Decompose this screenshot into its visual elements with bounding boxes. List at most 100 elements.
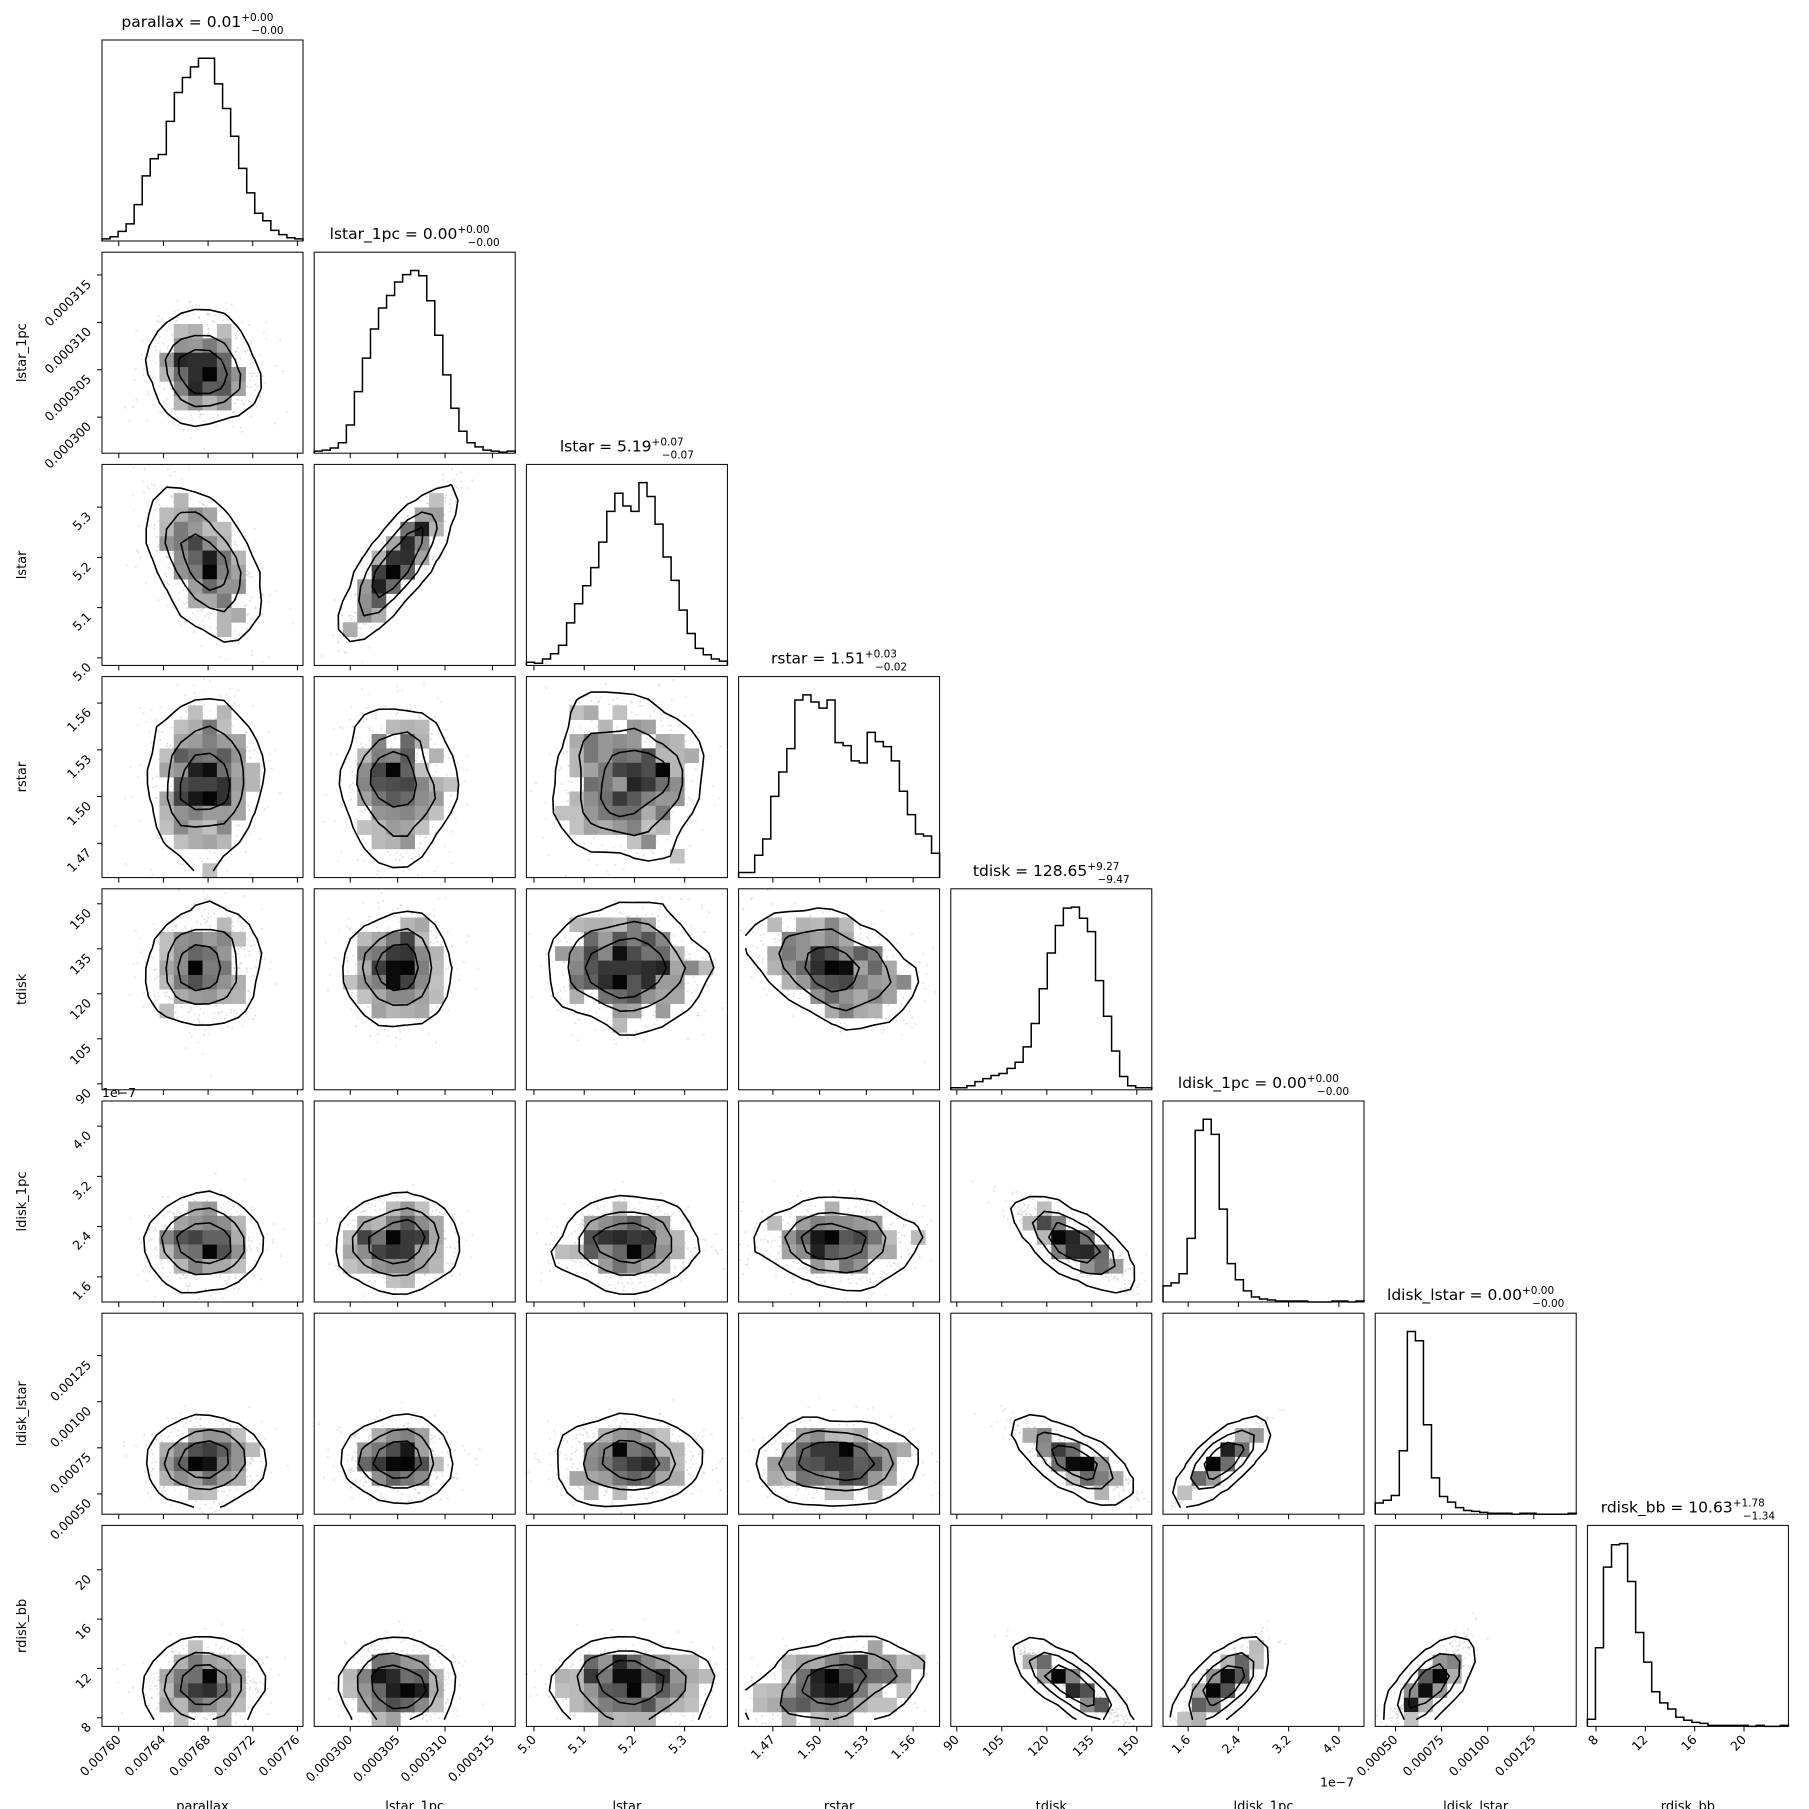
sample-point xyxy=(571,731,574,734)
density-cell xyxy=(173,507,189,523)
sample-point xyxy=(237,953,240,956)
sample-point xyxy=(148,524,151,527)
sample-point xyxy=(454,500,457,503)
sample-point xyxy=(666,838,669,841)
sample-point xyxy=(246,746,249,749)
sample-point xyxy=(263,382,266,385)
sample-point xyxy=(199,923,202,926)
sample-point xyxy=(254,1014,257,1017)
sample-point xyxy=(431,558,434,561)
sample-point xyxy=(684,714,687,717)
density-cell xyxy=(216,622,232,637)
sample-point xyxy=(225,913,228,916)
sample-point xyxy=(341,727,344,730)
sample-point xyxy=(139,763,142,766)
sample-point xyxy=(137,775,140,778)
sample-point xyxy=(213,1011,216,1014)
panel-frame xyxy=(1374,1312,1577,1515)
sample-point xyxy=(639,700,642,703)
sample-point xyxy=(372,860,375,863)
sample-point xyxy=(260,764,263,767)
sample-point xyxy=(352,615,355,618)
density-cell xyxy=(583,777,599,792)
sample-point xyxy=(416,752,419,755)
sample-point xyxy=(170,726,173,729)
sample-point xyxy=(183,602,186,605)
density-cell xyxy=(583,762,599,778)
sample-point xyxy=(387,850,390,853)
sample-point xyxy=(171,496,174,499)
sample-point xyxy=(267,730,270,733)
density-cell xyxy=(641,762,656,778)
sample-point xyxy=(213,912,216,915)
sample-point xyxy=(157,599,160,602)
sample-point xyxy=(368,646,371,649)
sample-point xyxy=(250,596,253,599)
panel-frame xyxy=(313,251,516,454)
density-cell xyxy=(188,536,203,551)
sample-point xyxy=(447,480,450,483)
sample-point xyxy=(249,756,252,759)
sample-point xyxy=(214,425,217,428)
sample-point xyxy=(254,607,257,610)
hist-panel-ldisk_1pc xyxy=(1162,1100,1365,1303)
sample-point xyxy=(146,391,149,394)
sample-point xyxy=(154,575,157,578)
sample-point xyxy=(329,753,332,756)
sample-point xyxy=(205,898,208,901)
sample-point xyxy=(322,821,325,824)
sample-point xyxy=(369,816,372,819)
sample-point xyxy=(177,620,180,623)
sample-point xyxy=(124,862,127,865)
density-cell xyxy=(569,705,585,720)
sample-point xyxy=(630,711,633,714)
sample-point xyxy=(242,403,245,406)
sample-point xyxy=(250,945,253,948)
sample-point xyxy=(182,429,185,432)
density-cell xyxy=(173,352,189,368)
density-cell xyxy=(159,820,175,835)
sample-point xyxy=(348,718,351,721)
sample-point xyxy=(365,744,368,747)
sample-point xyxy=(687,813,690,816)
sample-point xyxy=(199,1007,202,1010)
sample-point xyxy=(395,851,398,854)
sample-point xyxy=(408,704,411,707)
sample-point xyxy=(181,477,184,480)
sample-point xyxy=(206,312,209,315)
sample-point xyxy=(150,709,153,712)
corner-panels xyxy=(101,39,1790,1728)
sample-point xyxy=(155,797,158,800)
sample-point xyxy=(375,711,378,714)
sample-point xyxy=(415,756,418,759)
sample-point xyxy=(169,383,172,386)
density-cell xyxy=(202,352,218,368)
sample-point xyxy=(200,860,203,863)
sample-point xyxy=(251,340,254,343)
sample-point xyxy=(443,520,446,523)
sample-point xyxy=(420,760,423,763)
sample-point xyxy=(177,308,180,311)
sample-point xyxy=(288,607,291,610)
sample-point xyxy=(249,385,252,388)
sample-point xyxy=(390,746,393,749)
sample-point xyxy=(244,954,247,957)
sample-point xyxy=(351,770,354,773)
sample-point xyxy=(444,496,447,499)
density-cell xyxy=(173,719,189,735)
sample-point xyxy=(425,495,428,498)
sample-point xyxy=(713,804,716,807)
sample-point xyxy=(190,1008,193,1011)
density-cell xyxy=(400,805,415,821)
hist-panel-lstar xyxy=(525,463,729,666)
sample-point xyxy=(247,573,250,576)
sample-point xyxy=(206,895,209,898)
sample-point xyxy=(159,411,162,414)
sample-point xyxy=(241,321,244,324)
sample-point xyxy=(615,726,618,729)
sample-point xyxy=(177,598,180,601)
sample-point xyxy=(207,328,210,331)
sample-point xyxy=(213,320,216,323)
sample-point xyxy=(173,470,176,473)
sample-point xyxy=(365,718,368,721)
